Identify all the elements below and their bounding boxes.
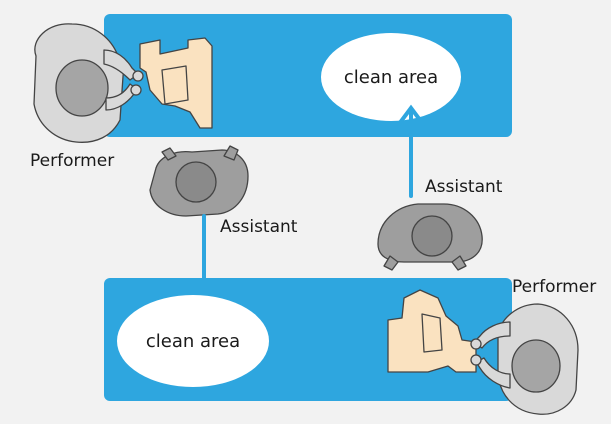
arrow-up: [399, 108, 423, 196]
right-assistant-figure: [378, 204, 482, 270]
top-assistant-label: Assistant: [220, 217, 298, 237]
bottom-performer-label: Performer: [512, 277, 596, 297]
top-clean-area-label: clean area: [344, 67, 438, 88]
top-performer-label: Performer: [30, 151, 114, 171]
right-assistant-label: Assistant: [425, 177, 503, 197]
top-assistant-figure: [150, 146, 248, 216]
bottom-clean-area-label: clean area: [146, 331, 240, 352]
